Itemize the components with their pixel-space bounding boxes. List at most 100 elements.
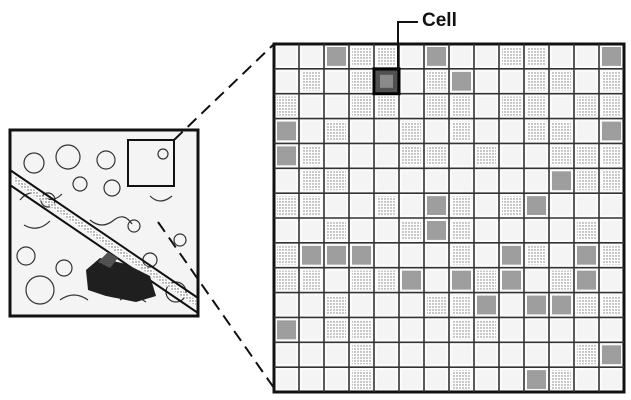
grid-cell	[427, 47, 446, 66]
grid-cell	[477, 221, 496, 240]
grid-cell	[352, 71, 371, 91]
grid-cell	[327, 96, 346, 116]
grid-cell	[352, 221, 371, 240]
grid-cell	[602, 47, 621, 66]
grid-cell	[302, 345, 321, 365]
overview-image	[8, 128, 200, 318]
grid-cell	[477, 96, 496, 116]
grid-cell	[477, 146, 496, 166]
grid-cell	[327, 295, 346, 315]
grid-cell	[602, 370, 621, 389]
grid-cell	[402, 320, 421, 340]
grid-cell	[552, 270, 571, 290]
grid-cell	[302, 146, 321, 166]
grid-cell	[377, 345, 396, 365]
grid-cell	[402, 171, 421, 191]
grid-cell	[477, 71, 496, 91]
grid-cell	[377, 221, 396, 240]
grid-cell	[502, 221, 521, 240]
grid-cell	[477, 121, 496, 141]
grid-cell	[352, 196, 371, 215]
grid-cell	[502, 320, 521, 340]
grid-cell	[277, 71, 296, 91]
grid-cell	[552, 121, 571, 141]
grid-cell	[277, 295, 296, 315]
grid-cell	[577, 370, 596, 389]
grid-cell	[427, 96, 446, 116]
grid-cell	[527, 245, 546, 265]
grid-cell	[277, 221, 296, 240]
grid-cell	[277, 121, 296, 141]
grid-cell	[277, 370, 296, 389]
grid-cell	[477, 171, 496, 191]
grid-cell	[427, 171, 446, 191]
grid-cell	[352, 121, 371, 141]
dark-blob	[86, 252, 156, 302]
grid-cell	[502, 196, 521, 215]
grid-cell	[377, 96, 396, 116]
grid-cell	[527, 121, 546, 141]
grid-cell	[452, 171, 471, 191]
grid-cell	[377, 295, 396, 315]
grid-cell	[552, 96, 571, 116]
grid-cell	[427, 270, 446, 290]
grid-cell	[602, 71, 621, 91]
grid-cell	[577, 295, 596, 315]
grid-cell	[327, 370, 346, 389]
grid-cell	[352, 370, 371, 389]
grid-cell	[277, 196, 296, 215]
grid-cell	[552, 47, 571, 66]
grid-cell	[552, 320, 571, 340]
grid-cell	[302, 47, 321, 66]
grid-cell	[502, 345, 521, 365]
grid-cell	[577, 270, 596, 290]
grid-cell	[552, 171, 571, 191]
grid-cell	[452, 71, 471, 91]
grid-cell	[452, 270, 471, 290]
grid-cell	[552, 245, 571, 265]
grid-cell	[302, 320, 321, 340]
grid-cell	[577, 146, 596, 166]
grid-cell	[552, 196, 571, 215]
grid-cell	[602, 221, 621, 240]
grid-cell	[502, 370, 521, 389]
grid-cell	[402, 370, 421, 389]
grid-cell	[402, 96, 421, 116]
grid-cell	[527, 370, 546, 389]
grid-cell	[402, 47, 421, 66]
grid-cell	[502, 146, 521, 166]
grid-cell	[327, 196, 346, 215]
grid-cell	[277, 146, 296, 166]
zoom-lines	[157, 43, 275, 389]
grid-cell	[427, 221, 446, 240]
grid-cell	[602, 295, 621, 315]
grid-cell	[327, 47, 346, 66]
grid-cell	[427, 71, 446, 91]
grid-cell	[577, 121, 596, 141]
grid-cell	[602, 96, 621, 116]
grid-cell	[377, 196, 396, 215]
grid-cell	[552, 221, 571, 240]
grid-cell	[327, 121, 346, 141]
grid-cell	[377, 370, 396, 389]
grid-cell	[502, 71, 521, 91]
grid-cell	[502, 295, 521, 315]
grid-cell	[352, 270, 371, 290]
grid-cell	[452, 320, 471, 340]
cell-grid	[272, 42, 626, 394]
grid-cell	[477, 320, 496, 340]
grid-cell	[302, 295, 321, 315]
grid-cell	[552, 295, 571, 315]
grid-cell	[452, 47, 471, 66]
grid-cell	[277, 47, 296, 66]
grid-cell	[602, 121, 621, 141]
grid-cell	[402, 270, 421, 290]
grid-cell	[427, 245, 446, 265]
grid-cell	[552, 370, 571, 389]
grid-cell	[302, 121, 321, 141]
grid-cell	[452, 96, 471, 116]
grid-cell	[352, 171, 371, 191]
grid-cell	[277, 270, 296, 290]
grid-cell	[327, 270, 346, 290]
grid-cell	[302, 96, 321, 116]
